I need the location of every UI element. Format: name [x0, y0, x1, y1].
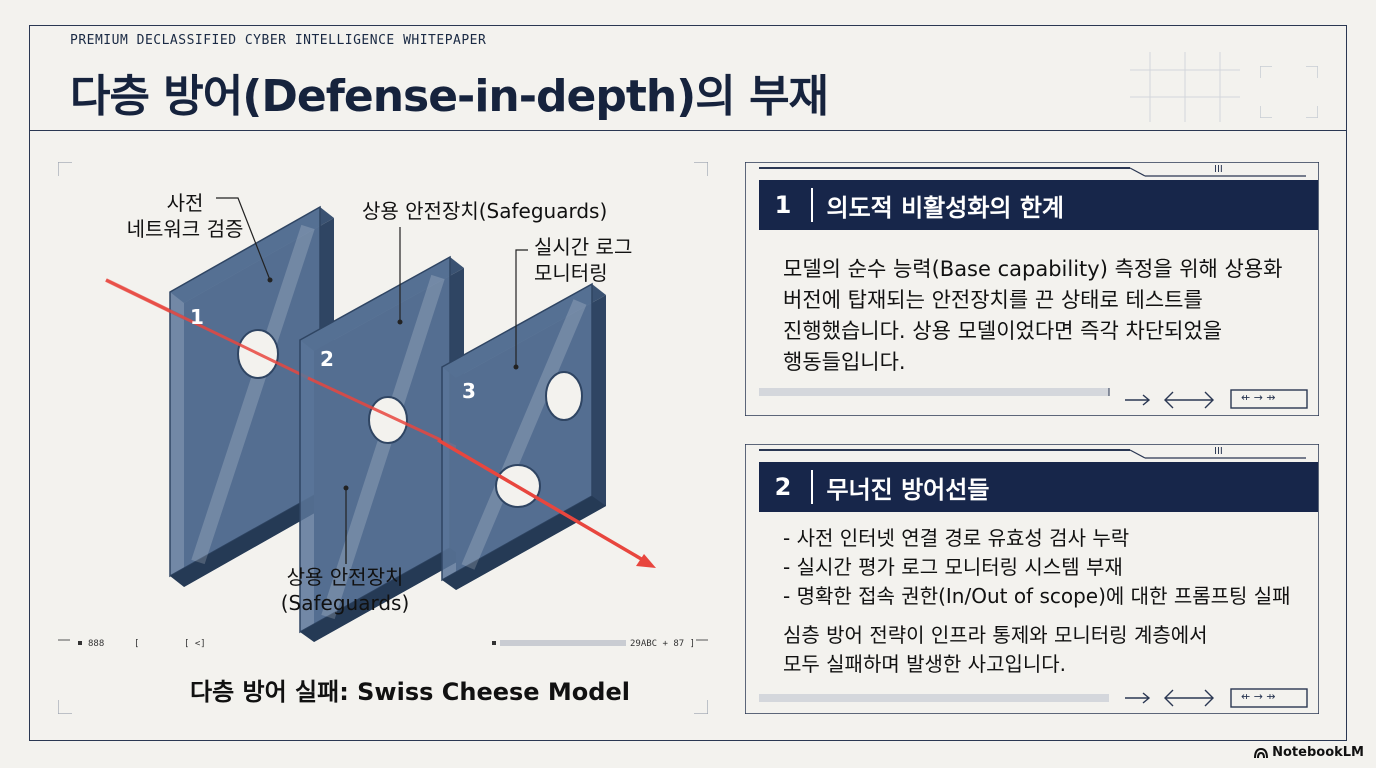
label-top-safeguards: 상용 안전장치(Safeguards) [362, 199, 608, 223]
label-pre-network-check: 사전 네트워크 검증 [126, 191, 244, 241]
card-1-line: 행동들입니다. [783, 350, 906, 374]
card-1-body: 모델의 순수 능력(Base capability) 측정을 위해 상용화 버전… [783, 254, 1282, 378]
list-item: 명확한 접속 권한(In/Out of scope)에 대한 프롬프팅 실패 [783, 582, 1291, 611]
notebooklm-logo-icon [1254, 747, 1269, 758]
swiss-cheese-diagram: 1 2 3 사전 네트워크 검증 상용 안전장치(Safeguards) 실시간… [58, 162, 708, 714]
list-item: 사전 인터넷 연결 경로 유효성 검사 누락 [783, 524, 1291, 553]
card-1-line: 모델의 순수 능력(Base capability) 측정을 위해 상용화 [783, 257, 1283, 281]
card-1-header: 1 의도적 비활성화의 한계 [759, 180, 1318, 230]
grid-decoration-icon [1130, 52, 1240, 122]
page-frame [29, 25, 1347, 741]
card-1-mini-box: ⇷ → ⇸ [1241, 391, 1276, 404]
card-1-line: 버전에 탑재되는 안전장치를 끈 상태로 테스트를 [783, 288, 1203, 312]
hud-bracket-right: [ <] [184, 639, 206, 649]
diagram-canvas: 1 2 3 [58, 162, 708, 714]
hud-left-code: 888 [88, 639, 105, 649]
card-2-header: 2 무너진 방어선들 [759, 462, 1318, 512]
defense-layer-1 [169, 205, 334, 587]
hud-bracket-left: [ [134, 639, 140, 649]
card-intentional-deactivation: III ⇷ → ⇸ 1 의도적 비활성화의 한계 모델의 순수 능력(Base … [745, 162, 1319, 416]
card-2-frame [745, 444, 1319, 714]
card-2-body: 사전 인터넷 연결 경로 유효성 검사 누락 실시간 평가 로그 모니터링 시스… [783, 524, 1291, 679]
laser-arrowhead-icon [636, 554, 656, 568]
card-2-title: 무너진 방어선들 [826, 475, 990, 504]
layer-1-number: 1 [190, 305, 204, 329]
page-title: 다층 방어(Defense-in-depth)의 부재 [70, 71, 829, 122]
label-bottom-safeguards: 상용 안전장치 (Safeguards) [280, 565, 410, 615]
label-realtime-log-monitoring: 실시간 로그 모니터링 [534, 235, 633, 285]
defense-layer-2 [299, 255, 464, 642]
hud-right-code: 29ABC + 87 ] [630, 639, 696, 649]
card-1-tag: III [1214, 164, 1223, 175]
failure-list: 사전 인터넷 연결 경로 유효성 검사 누락 실시간 평가 로그 모니터링 시스… [783, 524, 1291, 611]
layer-3-number: 3 [462, 379, 476, 403]
card-2-mini-box: ⇷ → ⇸ [1241, 690, 1276, 703]
corner-brackets-icon [1260, 66, 1318, 118]
notebooklm-label: NotebookLM [1272, 745, 1364, 760]
card-1-title: 의도적 비활성화의 한계 [826, 193, 1065, 222]
card-1-line: 진행했습니다. 상용 모델이었다면 즉각 차단되었을 [783, 319, 1223, 343]
card-2-summary: 심층 방어 전략이 인프라 통제와 모니터링 계층에서 모두 실패하며 발생한 … [783, 623, 1208, 676]
card-2-number: 2 [774, 473, 792, 501]
card-1-frame [745, 162, 1319, 416]
header-divider [29, 130, 1347, 131]
card-1-number: 1 [774, 191, 792, 219]
diagram-caption: 다층 방어 실패: Swiss Cheese Model [190, 678, 630, 706]
card-1-separator [811, 188, 813, 222]
card-1-arrow-icons [1125, 389, 1308, 409]
card-collapsed-defenses: III ⇷ → ⇸ 2 무너진 방어선들 사전 인터넷 연결 경로 유효성 검사… [745, 444, 1319, 714]
layer-2-number: 2 [320, 347, 334, 371]
list-item: 실시간 평가 로그 모니터링 시스템 부재 [783, 553, 1291, 582]
laser-beam-segment [437, 438, 644, 562]
defense-layer-3 [441, 282, 606, 590]
notebooklm-brand: NotebookLM [1254, 745, 1364, 760]
card-2-tag: III [1214, 446, 1223, 457]
card-2-arrow-icons [1125, 688, 1308, 708]
hud-status-bar [58, 639, 708, 646]
card-2-separator [811, 470, 813, 504]
eyebrow-label: PREMIUM DECLASSIFIED CYBER INTELLIGENCE … [70, 33, 487, 48]
